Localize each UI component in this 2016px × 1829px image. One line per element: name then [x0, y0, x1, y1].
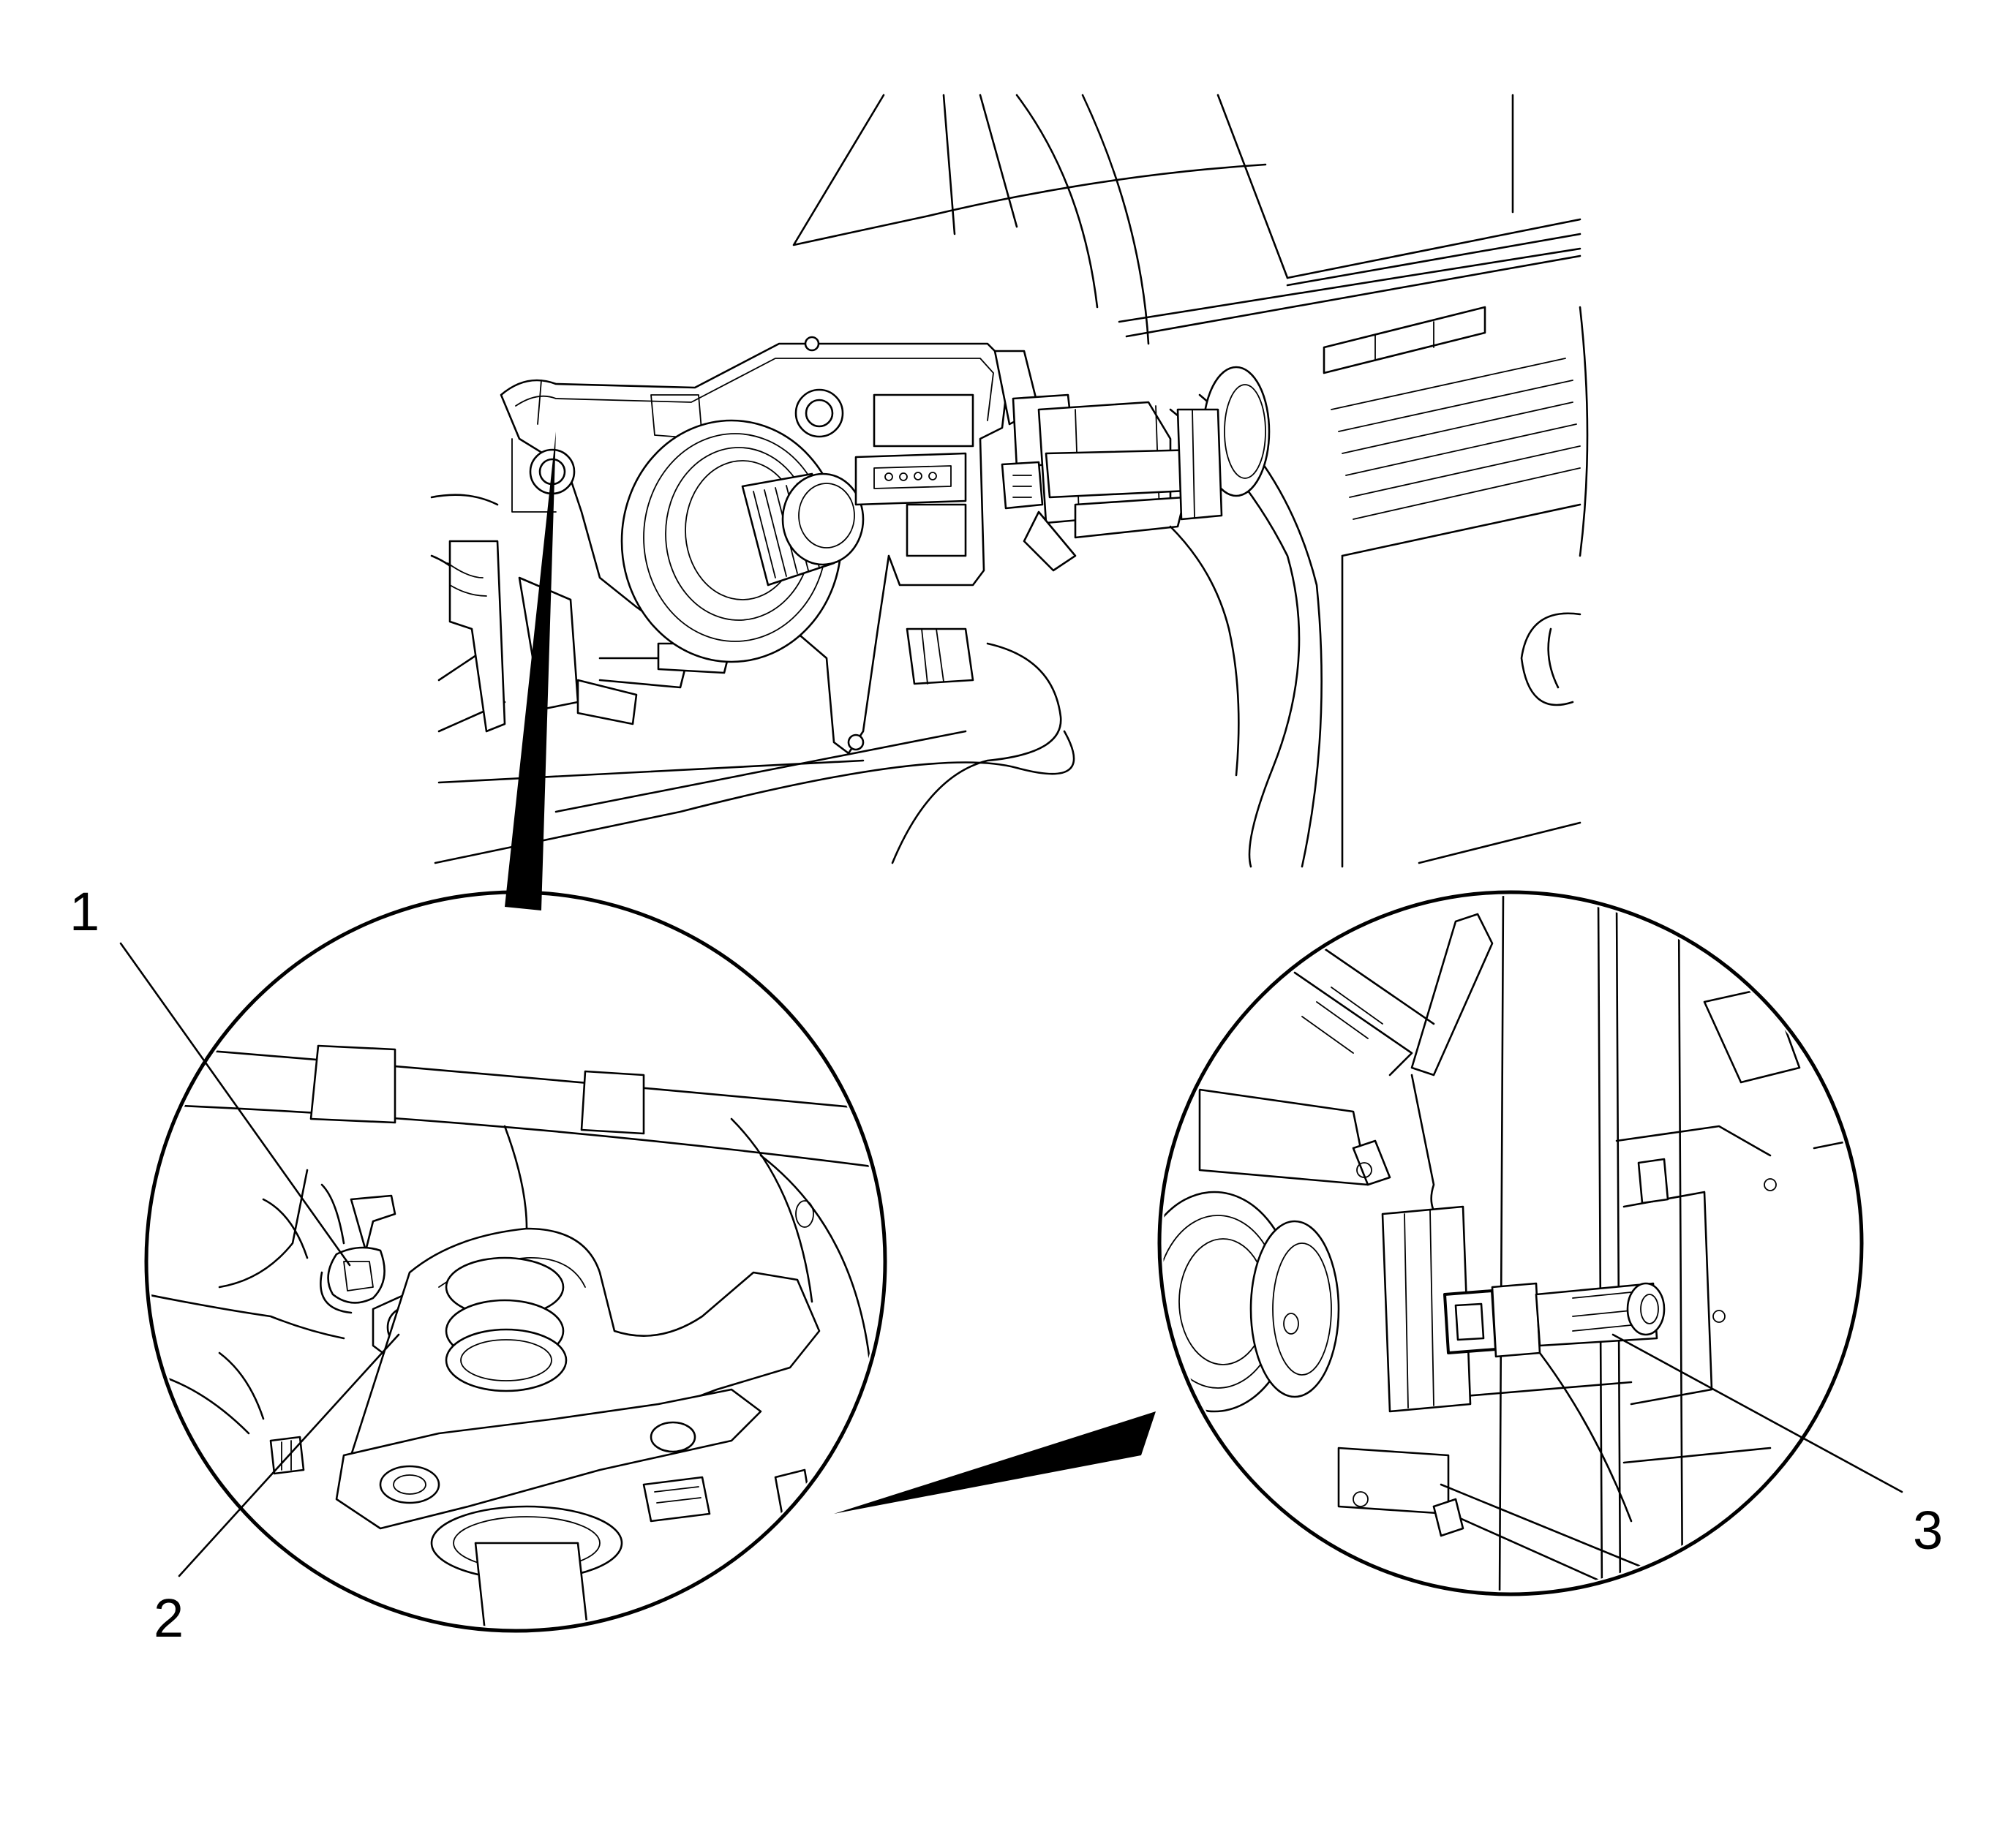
callout-2: 2: [154, 1588, 184, 1648]
detail-pointer-right: [834, 1411, 1156, 1514]
detail-view-left: [144, 431, 887, 1633]
callouts: 1 2 3: [69, 881, 1943, 1648]
leader-line-1: [119, 942, 351, 1267]
detail-view-right: [834, 890, 1864, 1596]
overview-illustration: [430, 94, 1589, 868]
detail-pointer-left: [505, 431, 556, 910]
callout-1: 1: [69, 881, 99, 942]
leader-line-3: [1611, 1333, 1903, 1493]
callout-3: 3: [1913, 1500, 1943, 1561]
leader-line-2: [178, 1333, 400, 1577]
